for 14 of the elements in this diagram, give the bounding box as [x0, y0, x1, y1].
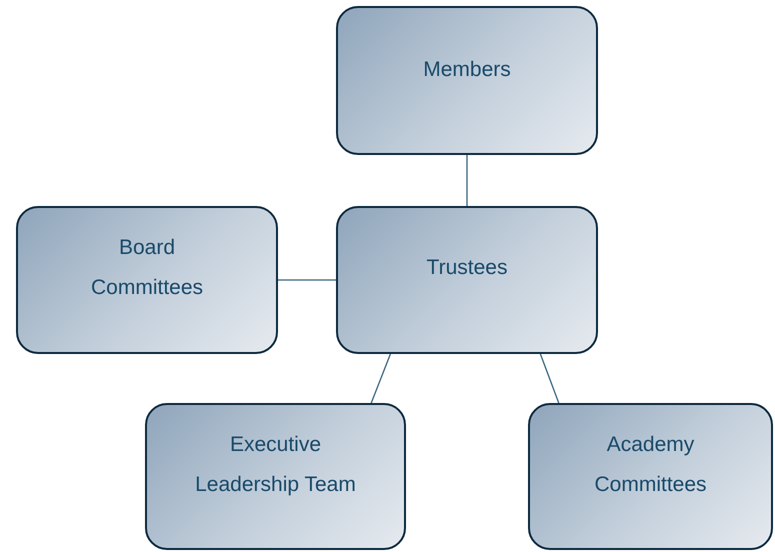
org-box: [16, 206, 278, 354]
org-box: [336, 206, 598, 354]
box-label: Academy Committees: [593, 432, 708, 498]
org-box: [336, 6, 598, 155]
org-box: [528, 403, 773, 550]
box-label: Trustees: [426, 255, 508, 281]
connector-line: [466, 155, 468, 206]
org-box: [145, 403, 406, 550]
connector-line: [278, 279, 336, 281]
connector-line: [540, 354, 560, 404]
box-label: Executive Leadership Team: [194, 432, 357, 498]
box-label: Board Committees: [90, 235, 204, 301]
connector-line: [370, 354, 391, 404]
box-label: Members: [423, 57, 511, 83]
